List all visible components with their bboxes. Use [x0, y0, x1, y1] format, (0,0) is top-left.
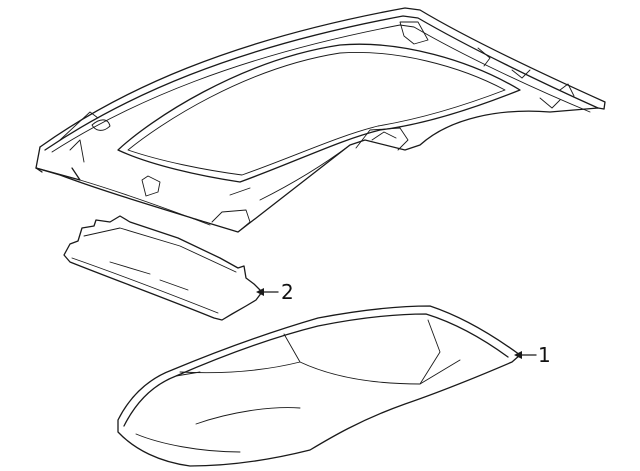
callout-2-arrowhead [256, 288, 264, 296]
part-1-glass [117, 305, 521, 467]
callout-1-arrowhead [514, 351, 522, 359]
callout-2: 2 [256, 280, 294, 304]
callout-2-label: 2 [281, 280, 294, 304]
roof-panel [35, 7, 606, 233]
callout-1: 1 [514, 343, 551, 367]
callout-1-label: 1 [538, 343, 551, 367]
part-2-sunshade [63, 215, 263, 321]
